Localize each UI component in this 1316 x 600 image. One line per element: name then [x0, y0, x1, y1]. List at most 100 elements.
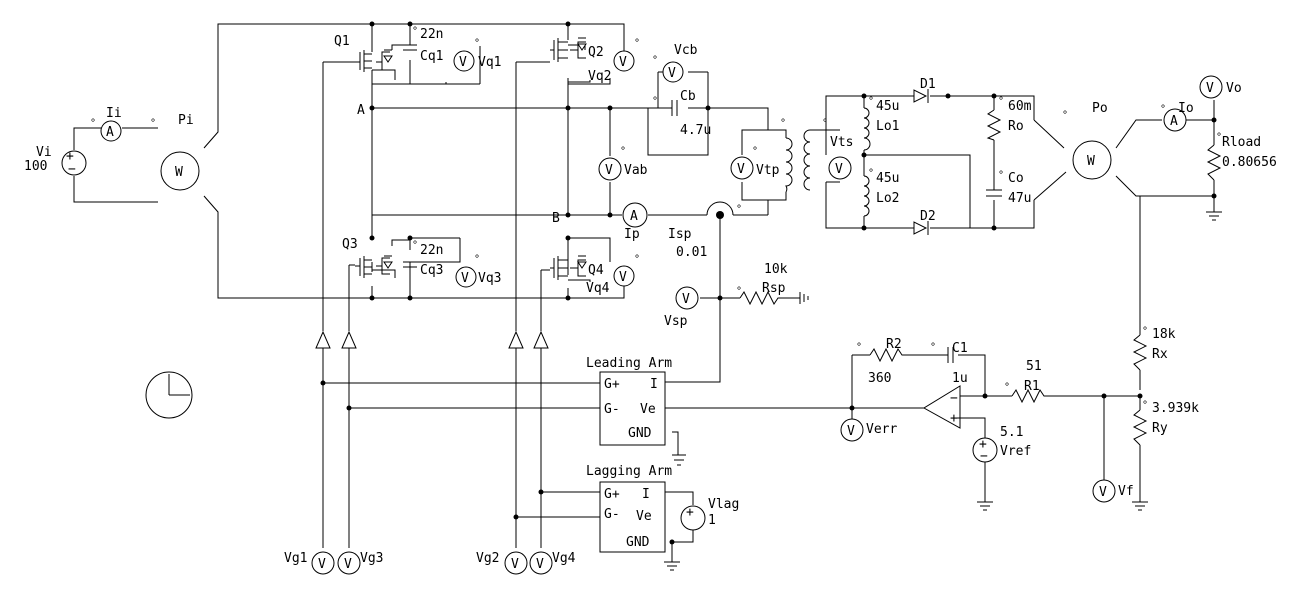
svg-text:Rload: Rload: [1222, 135, 1261, 150]
diode-d2: D2: [913, 209, 936, 235]
capacitor-cq1: 22n Cq1: [403, 27, 443, 64]
vq1-label: Vq1: [478, 55, 501, 70]
vo-label: Vo: [1226, 81, 1242, 96]
svg-text:°: °: [856, 342, 862, 353]
svg-text:V: V: [605, 163, 613, 178]
svg-text:°: °: [90, 118, 96, 129]
svg-text:V: V: [1099, 485, 1107, 500]
voltmeter-icon: V Vq2: [588, 50, 635, 84]
resistor-rsp: 10k Rsp: [739, 262, 788, 306]
svg-text:°: °: [1142, 400, 1148, 411]
ground-icon: [664, 560, 680, 571]
svg-text:V: V: [344, 557, 352, 572]
vq4-label: Vq4: [586, 281, 610, 296]
svg-text:47u: 47u: [1008, 191, 1031, 206]
svg-text:+: +: [950, 411, 958, 426]
voltmeter-icon: V Vab: [598, 157, 648, 181]
svg-text:°: °: [652, 55, 658, 66]
capacitor-cb: Cb 4.7u: [671, 89, 711, 138]
svg-text:°: °: [620, 146, 626, 157]
svg-text:V: V: [511, 557, 519, 572]
capacitor-co: Co 47u: [986, 171, 1031, 206]
voltmeter-icon: V Verr: [840, 418, 897, 442]
svg-text:45u: 45u: [876, 99, 899, 114]
svg-text:°: °: [474, 254, 480, 265]
ammeter-icon: A Ip: [622, 202, 648, 242]
clock-icon[interactable]: [145, 371, 193, 419]
svg-text:°: °: [1062, 110, 1068, 121]
svg-text:D1: D1: [920, 77, 936, 92]
svg-text:V: V: [847, 424, 855, 439]
svg-text:°: °: [868, 96, 874, 107]
svg-text:360: 360: [868, 371, 891, 386]
polarity-dots: ° ° ° ° ° ° ° ° ° ° ° ° ° ° ° ° ° ° ° ° …: [90, 26, 1222, 411]
input-source: + − Vi 100: [24, 145, 87, 177]
vg4-label: Vg4: [552, 551, 576, 566]
q2-label: Q2: [588, 45, 604, 60]
ground-icon: [799, 292, 809, 304]
resistor-r1: 51 R1: [1011, 359, 1046, 404]
svg-text:Cb: Cb: [680, 89, 696, 104]
svg-text:G+: G+: [604, 487, 620, 502]
svg-text:°: °: [998, 170, 1004, 181]
svg-text:°: °: [1216, 132, 1222, 143]
resistor-r2: R2 360: [868, 337, 905, 386]
junctions: [320, 21, 1217, 545]
io-label: Io: [1178, 101, 1194, 116]
voltmeter-icon: V Vf: [1092, 479, 1134, 503]
svg-text:°: °: [634, 38, 640, 49]
svg-text:A: A: [1170, 114, 1178, 129]
svg-text:G-: G-: [604, 402, 620, 417]
svg-text:Lo1: Lo1: [876, 119, 899, 134]
mosfet-q2: Q2: [550, 37, 604, 62]
svg-text:Leading Arm: Leading Arm: [586, 356, 672, 371]
svg-text:V: V: [682, 292, 690, 307]
svg-text:°: °: [868, 168, 874, 179]
mosfet-q3: Q3: [342, 237, 393, 278]
mosfet-q1: Q1: [334, 34, 393, 72]
svg-text:Isp: Isp: [668, 227, 692, 242]
inductor-lo1: 45u Lo1: [863, 99, 899, 151]
svg-text:°: °: [1142, 326, 1148, 337]
vf-label: Vf: [1118, 484, 1134, 499]
voltmeter-icon: V Vts: [828, 135, 853, 180]
current-sensor-isp: Isp 0.01: [668, 201, 734, 260]
voltmeter-icon: V Vsp: [664, 286, 699, 329]
leading-arm-block: Leading Arm G+ I G- Ve GND: [586, 356, 672, 446]
svg-text:R2: R2: [886, 337, 902, 352]
resistor-rx: 18k Rx: [1132, 327, 1176, 371]
voltmeter-icon: V Vg4: [529, 551, 576, 575]
svg-text:°: °: [930, 342, 936, 353]
svg-text:Lo2: Lo2: [876, 191, 899, 206]
vtp-label: Vtp: [756, 163, 780, 178]
vsp-label: Vsp: [664, 314, 688, 329]
voltmeter-icon: V Vg1: [284, 551, 335, 575]
svg-text:°: °: [412, 26, 418, 37]
svg-text:°: °: [736, 204, 742, 215]
svg-text:°: °: [752, 146, 758, 157]
svg-text:D2: D2: [920, 209, 936, 224]
svg-text:°: °: [998, 96, 1004, 107]
svg-text:Co: Co: [1008, 171, 1024, 186]
vab-label: Vab: [624, 163, 648, 178]
q4-label: Q4: [588, 263, 604, 278]
node-a-label: A: [357, 103, 365, 118]
resistor-ro: 60m Ro: [986, 99, 1032, 141]
svg-text:°: °: [474, 38, 480, 49]
svg-text:0.80656: 0.80656: [1222, 155, 1277, 170]
vg3-label: Vg3: [360, 551, 383, 566]
svg-text:Cq1: Cq1: [420, 49, 443, 64]
svg-text:GND: GND: [628, 426, 652, 441]
vts-label: Vts: [830, 135, 853, 150]
svg-text:4.7u: 4.7u: [680, 123, 711, 138]
vq3-label: Vq3: [478, 271, 501, 286]
q3-label: Q3: [342, 237, 358, 252]
svg-text:Vlag: Vlag: [708, 497, 739, 512]
vq2-label: Vq2: [588, 69, 611, 84]
svg-text:°: °: [780, 118, 786, 129]
svg-text:°: °: [634, 254, 640, 265]
svg-text:Ve: Ve: [636, 509, 652, 524]
svg-text:+: +: [686, 505, 694, 520]
pi-label: Pi: [178, 113, 194, 128]
